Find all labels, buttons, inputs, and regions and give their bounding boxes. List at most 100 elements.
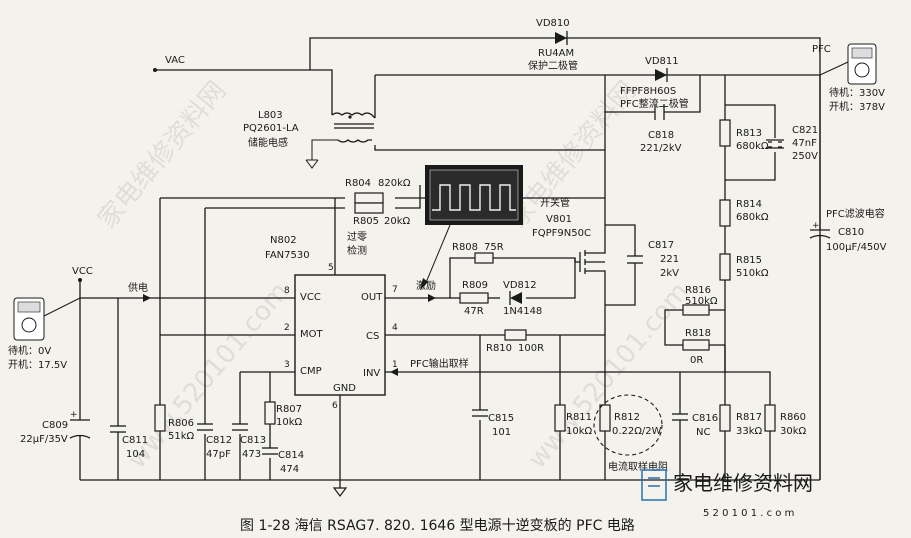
r805-value: 20kΩ	[384, 216, 411, 227]
ic-pin-gnd-num: 6	[332, 401, 338, 411]
vd810-desc: 保护二极管	[528, 59, 578, 72]
capacitor-c812: C812 47pF	[197, 423, 232, 460]
multimeter-right: 待机：330V 开机：378V	[819, 43, 885, 113]
r816-value: 510kΩ	[685, 296, 718, 307]
capacitor-c816: C816 NC	[672, 372, 718, 480]
resistor-r806: R806 51kΩ	[154, 404, 195, 442]
r818-ref: R818	[685, 328, 711, 339]
c814-value: 474	[280, 464, 299, 475]
r807-ref: R807	[276, 404, 302, 415]
r811-ref: R811	[566, 412, 592, 423]
ic-pin-vcc-num: 8	[284, 286, 290, 296]
vd811-desc: PFC整流二极管	[620, 97, 689, 110]
figure-caption: 图 1-28 海信 RSAG7. 820. 1646 型电源十逆变板的 PFC …	[240, 518, 635, 534]
net-pfc-feedback-label: PFC输出取样	[410, 357, 469, 370]
capacitor-c821: C821 47nF 250V	[766, 125, 818, 162]
r807-value: 10kΩ	[276, 417, 303, 428]
watermark-brand-1: 家电维修资料网	[92, 76, 232, 235]
c816-value: NC	[696, 427, 710, 438]
c812-value: 47pF	[206, 449, 231, 460]
c815-value: 101	[492, 427, 511, 438]
c817-value2: 2kV	[660, 268, 679, 279]
resistor-r814: R814 680kΩ	[719, 199, 769, 227]
svg-text:+: +	[812, 221, 820, 231]
r813-ref: R813	[736, 128, 762, 139]
ic-pin-out-num: 7	[392, 285, 398, 295]
c821-value2: 250V	[792, 151, 818, 162]
zcd-label-1: 过零	[347, 230, 367, 243]
v801-ref: V801	[546, 214, 572, 225]
brand-url: 5 2 0 1 0 1 . c o m	[703, 508, 794, 519]
r860-value: 30kΩ	[780, 426, 807, 437]
ic-pin-vcc: VCC	[300, 292, 321, 303]
r817-value: 33kΩ	[736, 426, 763, 437]
c815-ref: C815	[488, 413, 514, 424]
r809-value: 47R	[464, 306, 484, 317]
capacitor-c814: C814 474	[262, 447, 304, 475]
r815-ref: R815	[736, 255, 762, 266]
r814-value: 680kΩ	[736, 212, 769, 223]
r817-ref: R817	[736, 412, 762, 423]
r813-value: 680kΩ	[736, 141, 769, 152]
ic-pin-inv-num: 1	[392, 360, 398, 370]
ic-pin-mot: MOT	[300, 329, 323, 340]
resistor-r811: R811 10kΩ	[554, 335, 593, 480]
c821-value1: 47nF	[792, 138, 817, 149]
ic-pin-zcd-num: 5	[328, 263, 334, 273]
resistor-r812: R812 0.22Ω/2W 电流取样电阻	[593, 335, 668, 480]
diode-vd812: VD812 1N4148	[503, 280, 542, 317]
c810-value: 100μF/450V	[826, 242, 887, 253]
meter-left-standby: 待机：0V	[8, 344, 51, 357]
ic-pin-cmp-num: 3	[284, 360, 290, 370]
vd810-part: RU4AM	[538, 48, 574, 59]
v801-part: FQPF9N50C	[532, 228, 591, 239]
c817-value1: 221	[660, 254, 679, 265]
diode-vd811: VD811 FFPF8H60S PFC整流二极管	[620, 56, 689, 110]
ic-pin-out: OUT	[361, 292, 383, 303]
ic-pin-mot-num: 2	[284, 323, 290, 333]
c810-desc: PFC滤波电容	[826, 207, 885, 220]
c813-ref: C813	[240, 435, 266, 446]
multimeter-left: 待机：0V 开机：17.5V	[8, 297, 81, 371]
capacitor-c817: C817 221 2kV	[605, 224, 679, 306]
resistor-r808: R808 75R	[452, 242, 504, 264]
r806-value: 51kΩ	[168, 431, 195, 442]
capacitor-c809: + C809 22μF/35V	[20, 410, 91, 445]
resistor-r813: R813 680kΩ	[719, 119, 769, 152]
capacitor-c815: C815 101	[472, 409, 514, 438]
c811-ref: C811	[122, 435, 148, 446]
capacitor-c818: C818 221/2kV	[640, 104, 682, 154]
r811-value: 10kΩ	[566, 426, 593, 437]
r814-ref: R814	[736, 199, 762, 210]
ic-pin-gnd: GND	[333, 383, 356, 394]
c814-ref: C814	[278, 450, 304, 461]
resistor-r815: R815 510kΩ	[719, 253, 769, 281]
c817-ref: C817	[648, 240, 674, 251]
capacitor-c813: C813 473	[232, 423, 266, 460]
l803-part: PQ2601-LA	[243, 123, 299, 134]
resistor-r804: R804 820kΩ	[345, 178, 411, 204]
resistor-r810: R810 100R	[486, 329, 544, 354]
resistor-r807: R807 10kΩ	[264, 401, 303, 428]
c812-ref: C812	[206, 435, 232, 446]
c818-value: 221/2kV	[640, 143, 682, 154]
ic-part: FAN7530	[265, 250, 310, 261]
resistor-r817: R817 33kΩ	[719, 404, 763, 437]
r808-ref: R808	[452, 242, 478, 253]
net-vcc-label: VCC	[72, 266, 93, 277]
r810-value: 100R	[518, 343, 544, 354]
l803-ref: L803	[258, 110, 283, 121]
oscilloscope-inset	[420, 165, 523, 290]
c813-value: 473	[242, 449, 261, 460]
r804-value: 820kΩ	[378, 178, 411, 189]
resistor-r818: R818 0R	[682, 328, 711, 366]
ic-pin-inv: INV	[363, 368, 380, 379]
net-pfc-label: PFC	[812, 44, 831, 55]
c821-ref: C821	[792, 125, 818, 136]
r818-value: 0R	[690, 355, 703, 366]
r806-ref: R806	[168, 418, 194, 429]
net-vac-label: VAC	[165, 55, 185, 66]
vd811-ref: VD811	[645, 56, 679, 67]
r808-value: 75R	[484, 242, 504, 253]
